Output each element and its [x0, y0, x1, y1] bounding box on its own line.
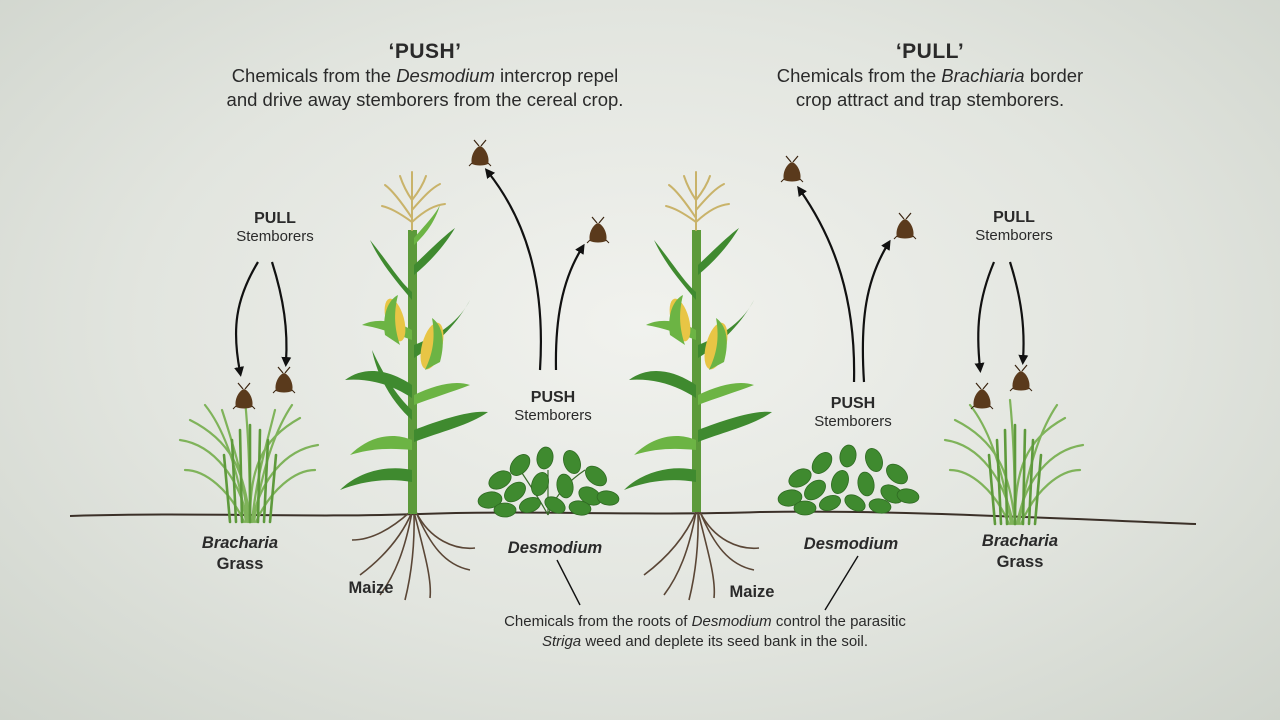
push-title: ‘PUSH’ — [388, 40, 462, 63]
bracharia-grass-left-illustration — [178, 398, 320, 524]
stemborer-moth-icon — [970, 382, 994, 410]
stemborer-moth-icon — [272, 366, 296, 394]
push-label-sub: Stemborers — [814, 413, 892, 430]
plant-name-text: Maize — [348, 579, 394, 597]
pull-desc-italic: Brachiaria — [941, 65, 1025, 86]
pull-desc-line2: crop attract and trap stemborers. — [795, 89, 1065, 110]
push-description: Chemicals from the Desmodium intercrop r… — [170, 64, 680, 112]
note-italic: Striga — [541, 633, 582, 650]
pull-label-left: PULL Stemborers — [215, 210, 335, 245]
plant-name-text: Grass — [216, 555, 264, 573]
push-arrow-right-2 — [861, 239, 891, 383]
pull-label-title: PULL — [993, 209, 1035, 226]
pull-label-sub: Stemborers — [975, 227, 1053, 244]
push-arrow-left-2 — [554, 243, 585, 371]
pull-header: ‘PULL’ Chemicals from the Brachiaria bor… — [720, 40, 1140, 112]
pull-label-title: PULL — [254, 210, 296, 227]
plant-name-italic: Bracharia — [201, 534, 279, 552]
pull-title: ‘PULL’ — [895, 40, 965, 63]
push-arrow-left-1 — [484, 168, 543, 371]
push-label-title: PUSH — [830, 395, 876, 412]
pull-arrow-right-1 — [974, 261, 996, 373]
desmodium-label-right: Desmodium — [786, 534, 916, 555]
note-text: weed and deplete its seed bank in the so… — [581, 633, 869, 650]
push-label-right: PUSH Stemborers — [793, 395, 913, 430]
desmodium-right-illustration — [777, 444, 920, 516]
push-desc-text: Chemicals from the — [231, 65, 397, 86]
pull-description: Chemicals from the Brachiaria border cro… — [720, 64, 1140, 112]
callout-line-left — [556, 559, 581, 606]
bracharia-label-right: Bracharia Grass — [960, 531, 1080, 573]
push-arrow-right-1 — [797, 185, 856, 383]
push-desc-italic: Desmodium — [396, 65, 495, 86]
maize-right-illustration — [624, 171, 772, 601]
plant-name-text: Maize — [729, 583, 775, 601]
pull-label-sub: Stemborers — [236, 228, 314, 245]
bottom-note: Chemicals from the roots of Desmodium co… — [440, 612, 970, 652]
pull-desc-text: border — [1024, 65, 1084, 86]
stemborer-moth-icon — [1009, 364, 1033, 392]
maize-left-illustration — [340, 171, 488, 601]
plant-name-italic: Desmodium — [803, 535, 899, 553]
note-text: control the parasitic — [771, 613, 906, 630]
plant-name-text: Grass — [996, 553, 1044, 571]
plant-name-italic: Bracharia — [981, 532, 1059, 550]
callout-line-right — [824, 555, 859, 611]
maize-label-left: Maize — [331, 578, 411, 599]
pull-desc-text: Chemicals from the — [776, 65, 942, 86]
desmodium-left-illustration — [477, 446, 620, 518]
stemborer-moth-icon — [586, 216, 610, 244]
bracharia-grass-right-illustration — [943, 398, 1085, 526]
note-italic: Desmodium — [691, 613, 772, 630]
pull-arrow-left-2 — [270, 261, 292, 367]
push-desc-text: intercrop repel — [494, 65, 619, 86]
desmodium-label-left: Desmodium — [490, 538, 620, 559]
push-label-left: PUSH Stemborers — [493, 389, 613, 424]
push-desc-line2: and drive away stemborers from the cerea… — [226, 89, 624, 110]
stemborer-moth-icon — [468, 139, 492, 167]
pull-label-right: PULL Stemborers — [954, 209, 1074, 244]
stemborer-moth-icon — [232, 382, 256, 410]
note-text: Chemicals from the roots of — [504, 613, 692, 630]
push-label-title: PUSH — [530, 389, 576, 406]
stemborer-moth-icon — [893, 212, 917, 240]
bracharia-label-left: Bracharia Grass — [180, 533, 300, 575]
push-label-sub: Stemborers — [514, 407, 592, 424]
stemborer-moth-icon — [780, 155, 804, 183]
pull-arrow-left-1 — [234, 261, 259, 377]
push-header: ‘PUSH’ Chemicals from the Desmodium inte… — [170, 40, 680, 112]
plant-name-italic: Desmodium — [507, 539, 603, 557]
pull-arrow-right-2 — [1008, 261, 1029, 365]
maize-label-right: Maize — [712, 582, 792, 603]
